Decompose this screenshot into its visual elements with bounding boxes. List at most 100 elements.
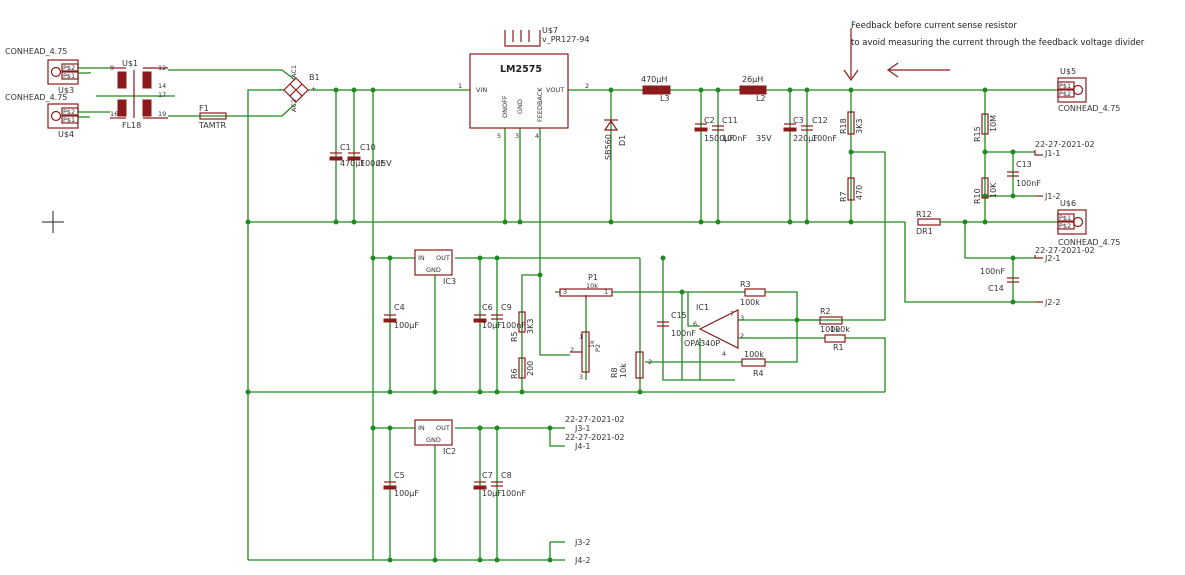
c5-value: 100µF: [394, 489, 419, 498]
u5-pin2-label: P$2: [1059, 90, 1071, 98]
capacitor-c14[interactable]: 100nF C14: [980, 267, 1019, 293]
crosshair-cursor-icon: [42, 211, 64, 233]
bridge-b1[interactable]: B1 AC1 AC2 + -: [279, 65, 320, 112]
resistor-r2[interactable]: R2 100k: [819, 307, 843, 334]
opamp-ref: IC1: [696, 303, 709, 312]
capacitor-c4[interactable]: C4 100µF: [383, 303, 419, 330]
capacitor-c9[interactable]: C9 100nF: [491, 303, 526, 330]
pot-p1[interactable]: P1 10k 3 1: [559, 273, 613, 300]
connector-u4[interactable]: P$2 P$1 CONHEAD_4.75 U$4: [5, 93, 79, 139]
r8-value: 10k: [619, 363, 628, 378]
connector-u6[interactable]: P$1 P$2 U$6 CONHEAD_4.75: [1057, 199, 1120, 247]
capacitor-c15[interactable]: C15 100nF: [657, 311, 696, 338]
capacitor-c3[interactable]: C3 220µF: [783, 116, 818, 143]
capacitor-c10[interactable]: C10 100nF 25V: [347, 143, 392, 168]
regulator-onoff: ONOFF: [501, 95, 509, 118]
connector-u5[interactable]: P$1 P$2 U$5 CONHEAD_4.75: [1057, 67, 1120, 113]
bridge-plus: +: [311, 85, 316, 93]
c8-value: 100nF: [501, 489, 526, 498]
inductor-l3[interactable]: 470µH L3: [641, 75, 671, 103]
capacitor-c8[interactable]: C8 100nF: [491, 471, 526, 498]
heatsink-u7[interactable]: U$7 v_PR127-94: [504, 26, 589, 47]
bridge-minus: -: [279, 85, 282, 93]
c7-value: 10µF: [482, 489, 502, 498]
c5-ref: C5: [394, 471, 405, 480]
resistor-r10[interactable]: R10 10K: [973, 177, 998, 204]
resistor-r5[interactable]: R5 3K3: [510, 311, 535, 342]
c2-value: 1500µF: [704, 134, 734, 143]
resistor-r18[interactable]: R18 3K3: [839, 111, 864, 135]
c12-value: 100nF: [812, 134, 837, 143]
r4-ref: R4: [753, 369, 764, 378]
regulator-lm2575[interactable]: LM2575 VIN VOUT ONOFF GND FEEDBACK 1 2 5…: [458, 53, 589, 140]
c6-ref: C6: [482, 303, 493, 312]
r8-pin2: 2: [648, 358, 652, 366]
r6-ref: R6: [510, 368, 519, 379]
regulator-feedback: FEEDBACK: [536, 87, 544, 122]
capacitor-c6[interactable]: C6 10µF: [473, 303, 502, 330]
filter-fl18[interactable]: 9 12 16 14 17 19 U$1 FL18: [110, 59, 168, 130]
ic2-ref: IC2: [443, 447, 456, 456]
resistor-r3[interactable]: R3 100k: [740, 280, 766, 307]
r18-ref: R18: [839, 118, 848, 134]
capacitor-c12[interactable]: C12 100nF: [801, 116, 837, 143]
regulator-name: LM2575: [500, 64, 542, 75]
ic2-out: OUT: [436, 424, 450, 432]
fl-pin-17: 17: [158, 91, 166, 99]
ldo-ic3[interactable]: IN OUT GND IC3: [414, 249, 456, 286]
r5-ref: R5: [510, 331, 519, 342]
capacitor-c13[interactable]: C13 100nF: [1007, 160, 1041, 188]
resistor-r1[interactable]: 100k R1: [824, 325, 850, 352]
fl-ref: FL18: [122, 121, 141, 130]
u3-ref: U$3: [58, 86, 74, 95]
p1-pin3: 3: [563, 288, 567, 296]
u1-conhead-name: CONHEAD_4.75: [5, 47, 67, 56]
jumpers-j1-j2[interactable]: 22-27-2021-02 J1-1 J1-2 22-27-2021-02 J2…: [1034, 140, 1095, 307]
inductor-l2[interactable]: 26µH L2: [739, 75, 767, 103]
pot-r8[interactable]: R8 10k 2: [610, 351, 652, 379]
resistor-r7[interactable]: R7 470: [839, 177, 864, 202]
capacitor-c2[interactable]: C2 1500µF: [694, 116, 734, 143]
reg-pin-4: 4: [535, 132, 539, 140]
u3-pin2-label: P$2: [63, 64, 75, 72]
capacitor-c1[interactable]: C1 470µF: [329, 143, 365, 168]
ic2-in: IN: [418, 424, 425, 432]
u6-ref: U$6: [1060, 199, 1076, 208]
c4-ref: C4: [394, 303, 405, 312]
resistor-r12[interactable]: R12 DR1: [916, 210, 941, 236]
j4-date: 22-27-2021-02: [565, 433, 625, 442]
fl-pin-12: 12: [158, 64, 166, 72]
connector-u3[interactable]: P$2 P$1 CONHEAD_4.75 U$3: [5, 47, 79, 95]
bridge-ac2: AC2: [290, 99, 298, 112]
resistor-r6[interactable]: R6 200: [510, 357, 535, 379]
l2-value: 26µH: [742, 75, 763, 84]
p1-value: 10k: [586, 282, 598, 290]
capacitor-c7[interactable]: C7 10µF: [473, 471, 502, 498]
resistor-r15[interactable]: R15 10M: [973, 113, 998, 142]
note-left-arrow-head: [886, 62, 899, 78]
opamp-pin6: 6: [693, 320, 697, 328]
wires: [78, 67, 1058, 561]
opamp-ic1[interactable]: IC1 OPA340P 6 3 2 7 4: [684, 303, 744, 358]
l3-ref: L3: [660, 94, 670, 103]
j1-date: 22-27-2021-02: [1035, 140, 1095, 149]
ldo-ic2[interactable]: IN OUT GND IC2: [414, 419, 456, 456]
opamp-pin2: 2: [740, 332, 744, 340]
c11-value: 100nF: [722, 134, 747, 143]
p2-value: 1k: [588, 340, 596, 348]
r18-value: 3K3: [855, 119, 864, 134]
diode-d1[interactable]: SB560 D1: [603, 119, 627, 160]
j3-date: 22-27-2021-02: [565, 415, 625, 424]
pot-p2[interactable]: 1 2 3 P2 1k: [570, 331, 602, 381]
jumpers-j3-j4[interactable]: 22-27-2021-02 J3-1 22-27-2021-02 J4-1 J3…: [565, 415, 625, 565]
fl-pin-14: 14: [158, 82, 166, 90]
capacitor-c11[interactable]: C11 100nF 35V: [712, 116, 772, 143]
u4-ref: U$4: [58, 130, 74, 139]
capacitor-c5[interactable]: C5 100µF: [383, 471, 419, 498]
reg-pin-2: 2: [585, 82, 589, 90]
u5-pin1-label: P$1: [1059, 82, 1071, 90]
c7-ref: C7: [482, 471, 493, 480]
fuse-f1[interactable]: F1 TAMTR: [198, 104, 227, 130]
r15-ref: R15: [973, 126, 982, 142]
resistor-r4[interactable]: 100k R4: [741, 350, 766, 378]
